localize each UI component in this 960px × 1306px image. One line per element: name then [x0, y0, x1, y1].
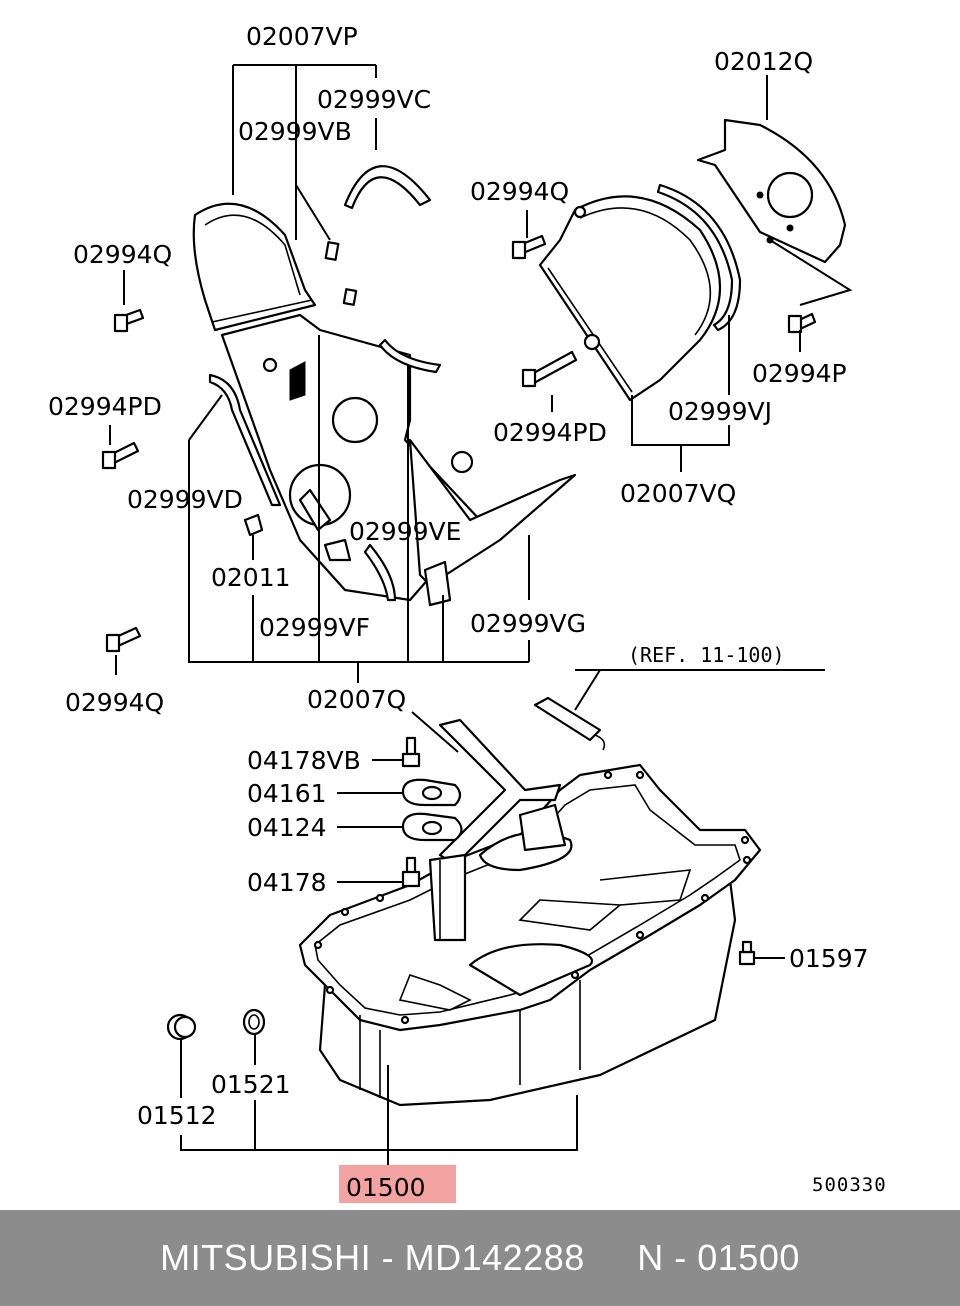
bolt-icon — [101, 441, 140, 470]
label-04124[interactable]: 04124 — [247, 813, 327, 842]
label-02007VQ[interactable]: 02007VQ — [620, 479, 736, 508]
ref-label: (REF. 11-100) — [628, 643, 785, 667]
part-labels: 02007VP 02999VC 02999VB 02994Q 02994PD 0… — [48, 22, 887, 1202]
bolt-icon — [787, 312, 817, 334]
label-02999VG[interactable]: 02999VG — [470, 609, 586, 638]
label-02994PD-left[interactable]: 02994PD — [48, 392, 162, 421]
bolt-icon — [401, 736, 421, 768]
label-02999VJ[interactable]: 02999VJ — [668, 397, 772, 426]
label-02011[interactable]: 02011 — [211, 563, 291, 592]
sealant-tube-group — [533, 669, 825, 751]
label-04178[interactable]: 04178 — [247, 868, 327, 897]
label-02999VE[interactable]: 02999VE — [349, 517, 461, 546]
label-01597[interactable]: 01597 — [789, 944, 869, 973]
oil-pan-group — [166, 711, 785, 1165]
label-02994Q-left-bottom[interactable]: 02994Q — [65, 688, 164, 717]
diagram-code: 500330 — [812, 1174, 887, 1196]
bolt-icon — [105, 626, 142, 653]
drain-plug-icon — [166, 1013, 197, 1041]
rear-timing-cover-group — [511, 75, 853, 472]
label-02007Q[interactable]: 02007Q — [307, 685, 406, 714]
label-01521[interactable]: 01521 — [211, 1070, 291, 1099]
highlight-box — [339, 1165, 456, 1203]
label-02007VP[interactable]: 02007VP — [246, 22, 358, 51]
label-02994P[interactable]: 02994P — [752, 359, 847, 388]
gasket-ring-icon — [242, 1008, 266, 1036]
label-02994Q-left-top[interactable]: 02994Q — [73, 240, 172, 269]
label-02012Q[interactable]: 02012Q — [714, 47, 813, 76]
bolt-icon — [113, 308, 145, 333]
label-04161[interactable]: 04161 — [247, 779, 327, 808]
label-04178VB[interactable]: 04178VB — [247, 746, 361, 775]
bolt-icon — [738, 940, 756, 966]
front-timing-cover-group — [101, 165, 577, 653]
footer-part-info: MITSUBISHI - MD142288 N - 01500 — [160, 1237, 800, 1278]
label-02999VD[interactable]: 02999VD — [127, 485, 243, 514]
label-02994PD-right[interactable]: 02994PD — [493, 418, 607, 447]
label-02999VB[interactable]: 02999VB — [238, 117, 352, 146]
footer-bar: MITSUBISHI - MD142288 N - 01500 — [0, 1210, 960, 1306]
parts-diagram: 02007VP 02999VC 02999VB 02994Q 02994PD 0… — [48, 22, 887, 1203]
bolt-icon — [401, 856, 421, 888]
label-01500[interactable]: 01500 — [346, 1173, 426, 1202]
label-01512[interactable]: 01512 — [137, 1101, 217, 1130]
label-02994Q-right[interactable]: 02994Q — [470, 177, 569, 206]
label-02999VF[interactable]: 02999VF — [259, 613, 370, 642]
flange-holes — [313, 770, 752, 1025]
label-02999VC[interactable]: 02999VC — [317, 85, 431, 114]
leader-lines-left — [109, 64, 530, 683]
bolt-icon — [521, 350, 578, 388]
bolt-icon — [511, 234, 547, 260]
